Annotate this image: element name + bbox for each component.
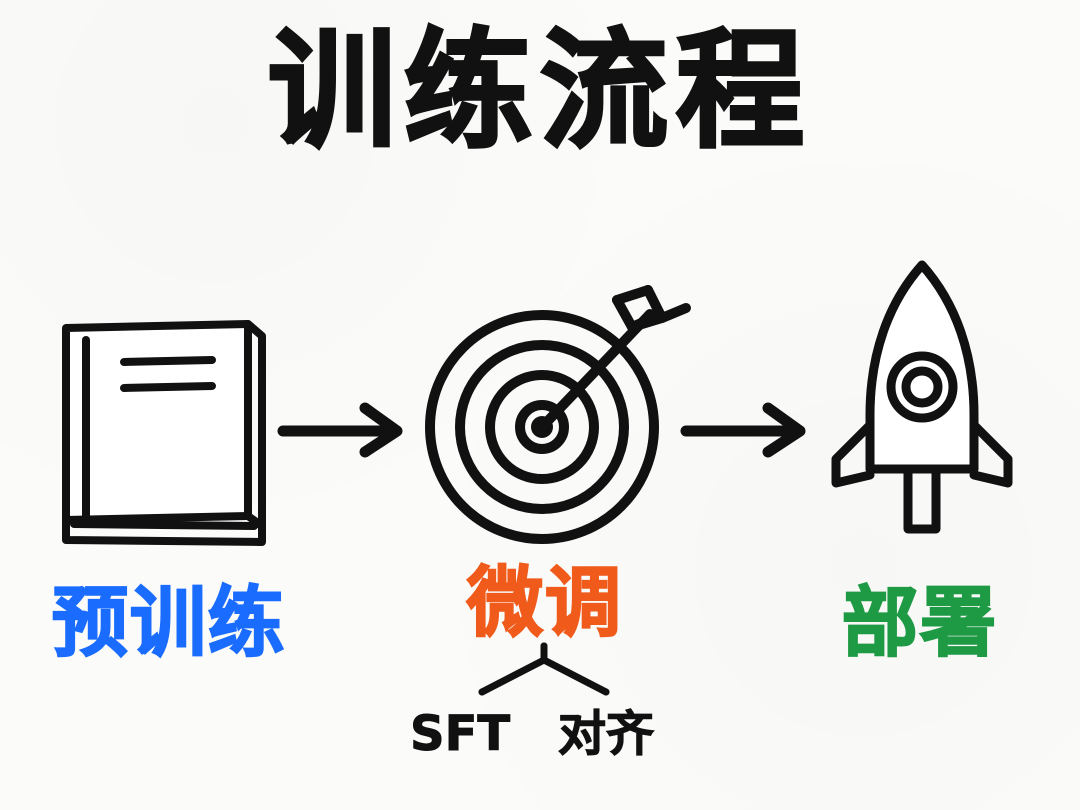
page-title: 训练流程 xyxy=(266,17,812,166)
rocket-icon xyxy=(831,260,1013,534)
book-icon xyxy=(62,320,266,546)
finetune-branch-alignment: 对齐 xyxy=(557,706,655,762)
branch-connector xyxy=(478,642,610,696)
arrow-right-icon xyxy=(680,402,806,458)
stage-label-deploy: 部署 xyxy=(841,578,998,667)
stage-label-pretrain: 预训练 xyxy=(51,578,286,667)
finetune-branch-sft: SFT xyxy=(409,706,511,762)
target-icon xyxy=(425,285,691,544)
arrow-right-icon xyxy=(277,402,403,458)
stage-label-finetune: 微调 xyxy=(466,558,623,647)
